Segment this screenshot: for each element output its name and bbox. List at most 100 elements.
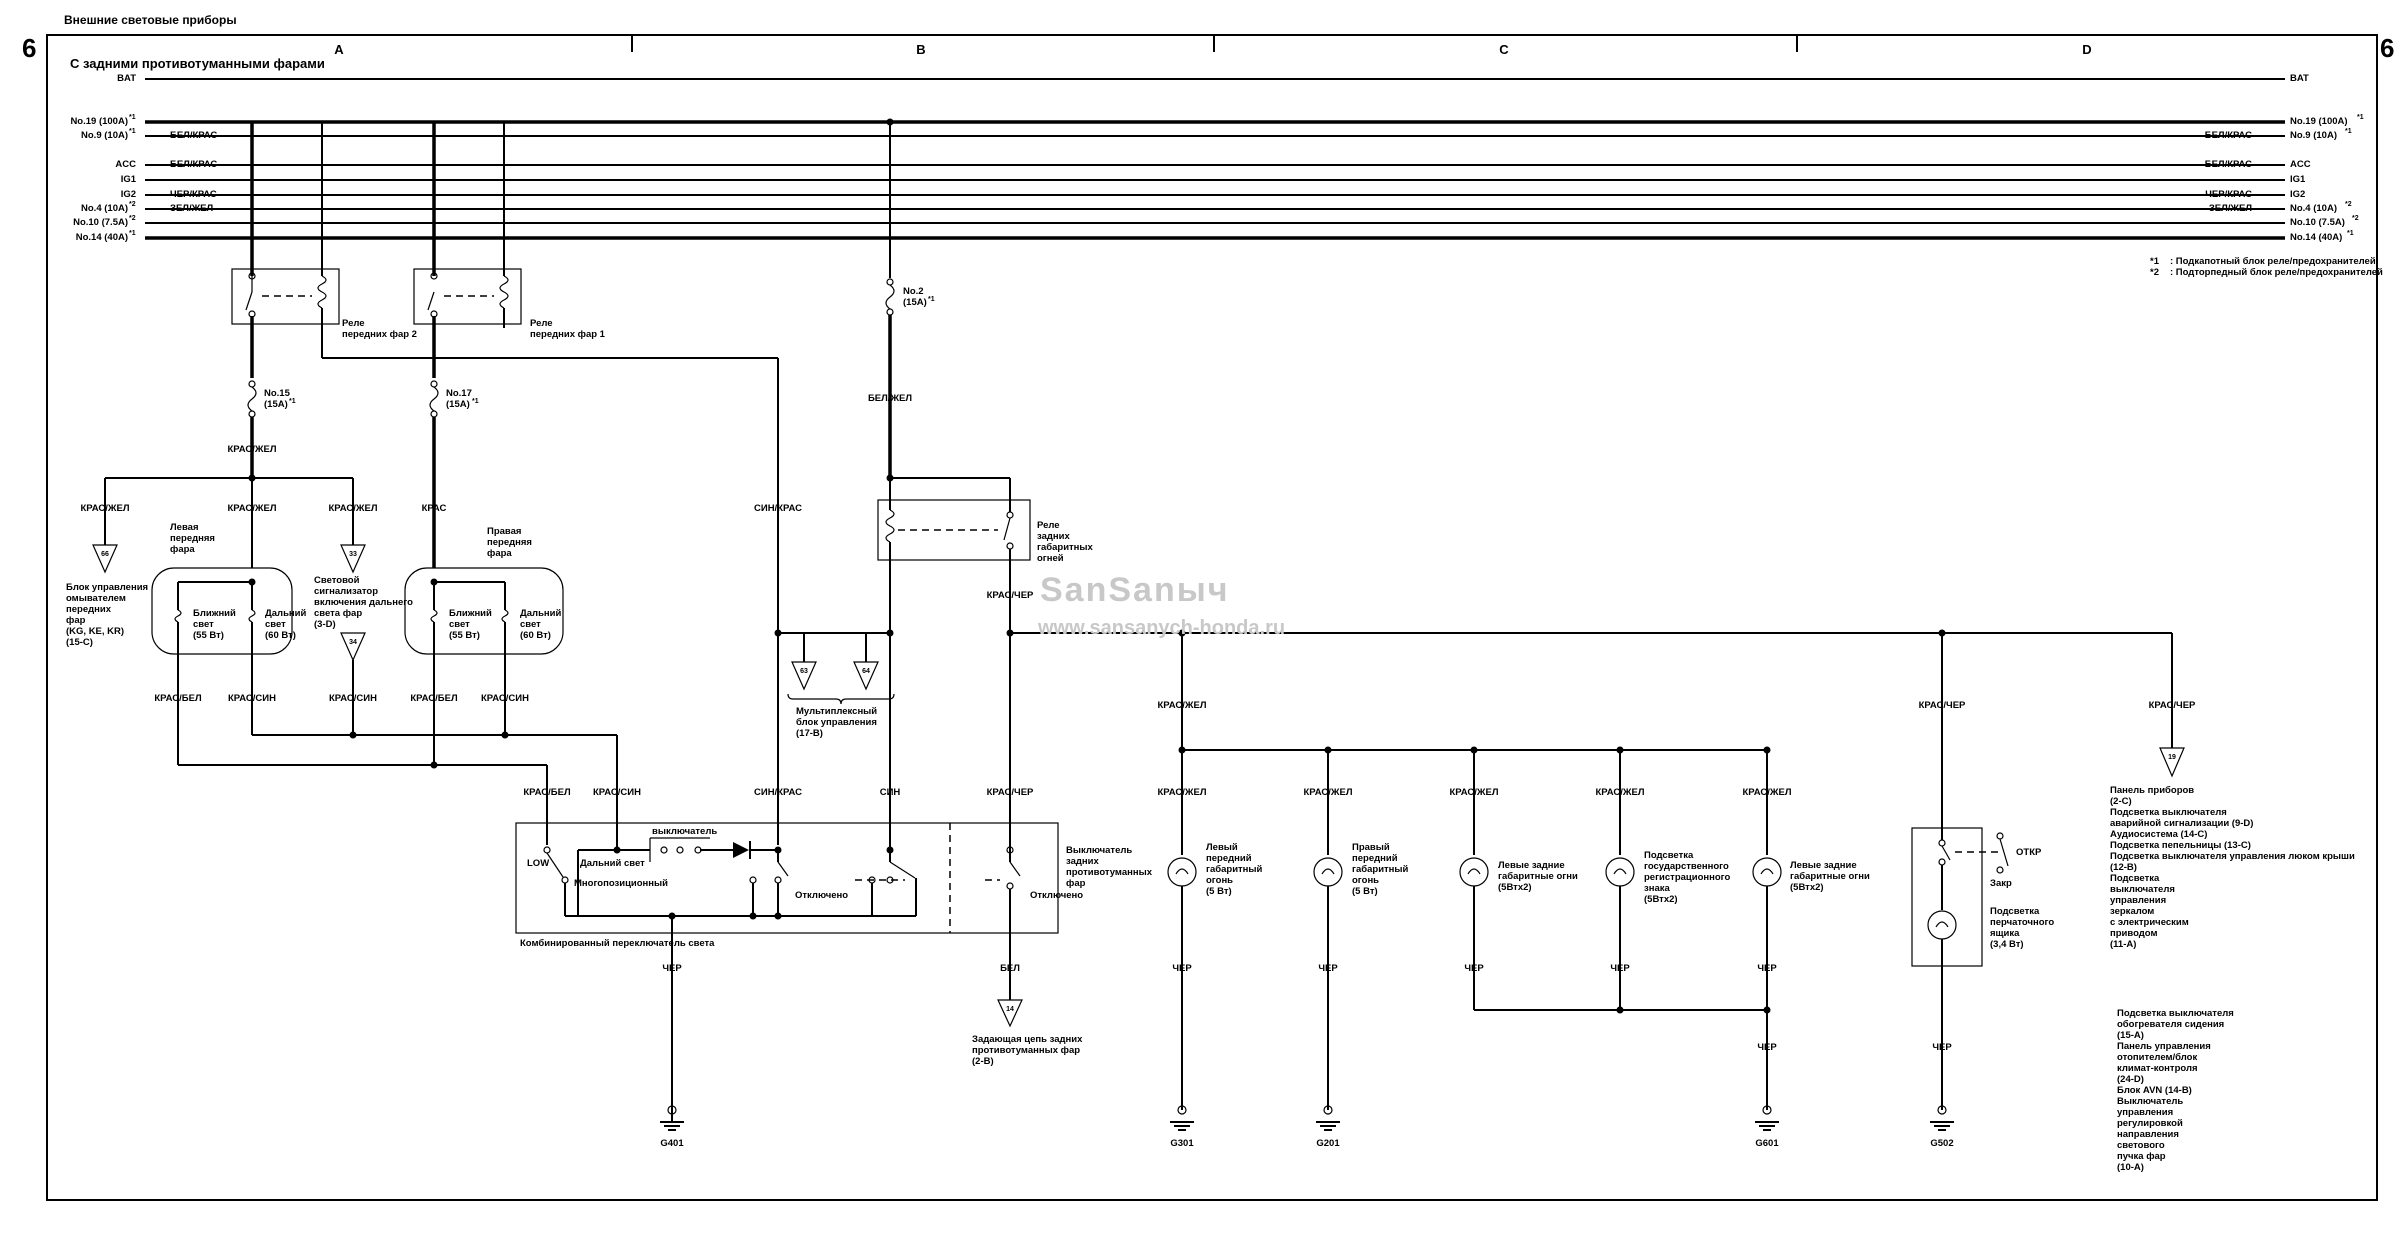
rail-label-right: No.9 (10A) xyxy=(2290,130,2337,141)
frame xyxy=(46,34,2378,1201)
ground-label: G201 xyxy=(1316,1138,1340,1149)
wire-label: ЧЕР xyxy=(1932,1042,1952,1053)
rail-wire-left: ЧЕР/КРАС xyxy=(170,189,217,200)
connector-label: 64 xyxy=(862,668,870,675)
rail-label-left: BAT xyxy=(117,73,136,84)
consumer-list-1: Панель приборов (2-C) Подсветка выключат… xyxy=(2110,785,2355,950)
fuse-label-17: No.17 (15A) xyxy=(446,388,472,410)
list-item: Подсветка выключателя управления люком к… xyxy=(2110,851,2355,873)
wire-label: КРАС/БЕЛ xyxy=(410,693,458,704)
wire-label: СИН/КРАС xyxy=(754,787,802,798)
wire-label: КРАС/ЖЕЛ xyxy=(80,503,130,514)
connector-label: 33 xyxy=(349,551,357,558)
fuse-sup: *1 xyxy=(472,398,479,405)
wire-label: КРАС/ЧЕР xyxy=(986,590,1034,601)
wire-label: ЧЕР xyxy=(1172,963,1192,974)
rail-sup: *1 xyxy=(2345,128,2352,135)
rf-marker-label: Правый передний габаритный огонь (5 Вт) xyxy=(1352,842,1409,897)
wire-label: КРАС/ЖЕЛ xyxy=(1157,700,1207,711)
wire-label: КРАС/ЖЕЛ xyxy=(227,503,277,514)
column-label-a: A xyxy=(334,42,344,57)
rail-sup: *1 xyxy=(129,114,136,121)
rail-label-left: No.9 (10A) xyxy=(81,130,128,141)
wire-label: КРАС/ЖЕЛ xyxy=(1157,787,1207,798)
rail-label-left: ACC xyxy=(115,159,136,170)
wire-label: КРАС/ЖЕЛ xyxy=(1595,787,1645,798)
wire-label: КРАС/ЧЕР xyxy=(1918,700,1966,711)
rail-label-left: IG2 xyxy=(120,189,136,200)
watermark-brand: SanSanыч xyxy=(1040,571,1230,609)
right-headlight-label: Правая передняя фара xyxy=(487,526,532,559)
wire-label: КРАС/БЕЛ xyxy=(154,693,202,704)
glovebox-closed-label: Закр xyxy=(1990,878,2012,889)
high-beam-indicator-label: Световой сигнализатор включения дальнего… xyxy=(314,575,413,630)
footnote-mark: *1 xyxy=(2150,256,2159,267)
wire-label: ЧЕР xyxy=(1464,963,1484,974)
connector-34 xyxy=(340,632,366,662)
list-item: Подсветка выключателя управления зеркало… xyxy=(2110,873,2189,950)
ground-label: G502 xyxy=(1930,1138,1954,1149)
rail-sup: *1 xyxy=(129,230,136,237)
off-pos-label: Отключено xyxy=(795,890,849,901)
rail-wire-right: ЧЕР/КРАС xyxy=(2205,189,2252,200)
right-headlight-assembly xyxy=(404,567,564,765)
high-beam-label: Дальний свет (60 Вт) xyxy=(520,608,562,641)
switch-label: выключатель xyxy=(652,826,718,837)
list-item: Подсветка выключателя аварийной сигнализ… xyxy=(2110,807,2254,829)
rail-label-left: No.4 (10A) xyxy=(81,203,128,214)
wire-label: КРАС/СИН xyxy=(228,693,276,704)
rail-label-right: IG2 xyxy=(2290,189,2306,200)
wire-label: ЧЕР xyxy=(1610,963,1630,974)
list-item: Подсветка выключателя обогревателя сиден… xyxy=(2117,1008,2234,1041)
rail-sup: *2 xyxy=(2345,201,2352,208)
wire-label: КРАС/СИН xyxy=(593,787,641,798)
fuse-17 xyxy=(429,380,439,418)
wire-label: КРАС/ЧЕР xyxy=(2148,700,2196,711)
list-item: Блок AVN (14-B) xyxy=(2117,1085,2192,1096)
bulbs xyxy=(1167,750,1782,1110)
rail-sup: *2 xyxy=(2352,215,2359,222)
wire-label: КРАС/ЖЕЛ xyxy=(1303,787,1353,798)
ground-g401-symbol xyxy=(660,1105,684,1131)
low-beam-label: Ближний свет (55 Вт) xyxy=(193,608,236,641)
fog-circuit-label: Задающая цепь задних противотуманных фар… xyxy=(972,1034,1083,1067)
headlight-relay-2 xyxy=(231,122,779,633)
column-label-c: C xyxy=(1499,42,1509,57)
fuse-label-15: No.15 (15A) xyxy=(264,388,290,410)
connector-label: 14 xyxy=(1006,1006,1014,1013)
connector-19 xyxy=(2159,747,2185,778)
page-number-left: 6 xyxy=(22,33,37,63)
rail-wire-right: БЕЛ/КРАС xyxy=(2204,159,2252,170)
rail-label-right: No.19 (100A) xyxy=(2290,116,2348,127)
wire-label: КРАС/СИН xyxy=(481,693,529,704)
rail-sup: *2 xyxy=(129,201,136,208)
glovebox-open-label: ОТКР xyxy=(2016,847,2042,858)
fog-off-label: Отключено xyxy=(1030,890,1084,901)
washer-unit-label: Блок управления омывателем передних фар … xyxy=(66,582,149,648)
relay-label-headlight-2: Реле передних фар 2 xyxy=(342,318,417,340)
rail-label-left: No.19 (100A) xyxy=(70,116,128,127)
wire-label: КРАС/СИН xyxy=(329,693,377,704)
rr-tail-label: Левые задние габаритные огни (5Втx2) xyxy=(1790,860,1870,893)
page-title: Внешние световые приборы xyxy=(64,13,237,27)
rail-sup: *1 xyxy=(129,128,136,135)
wire-label: КРАС/ЧЕР xyxy=(986,787,1034,798)
rail-wire-left: БЕЛ/КРАС xyxy=(170,130,218,141)
wire-label: БЕЛ/ЖЕЛ xyxy=(867,393,913,404)
wire-label: СИН xyxy=(879,787,901,798)
connector-33 xyxy=(340,544,366,574)
wire-label: КРАС xyxy=(421,503,447,514)
ground-g502-symbol xyxy=(1930,1105,1954,1131)
list-item: Панель приборов (2-C) xyxy=(2110,785,2195,807)
fuse-2 xyxy=(885,278,895,316)
rail-wire-right: БЕЛ/КРАС xyxy=(2204,130,2252,141)
rail-sup: *1 xyxy=(2347,230,2354,237)
wire-label: КРАС/БЕЛ xyxy=(523,787,571,798)
connector-label: 63 xyxy=(800,668,808,675)
rail-label-right: IG1 xyxy=(2290,174,2306,185)
glovebox-light-label: Подсветка перчаточного ящика (3,4 Вт) xyxy=(1990,906,2055,950)
rail-label-right: No.14 (40A) xyxy=(2290,232,2343,243)
wire-label: ЧЕР xyxy=(1318,963,1338,974)
column-label-d: D xyxy=(2082,42,2092,57)
